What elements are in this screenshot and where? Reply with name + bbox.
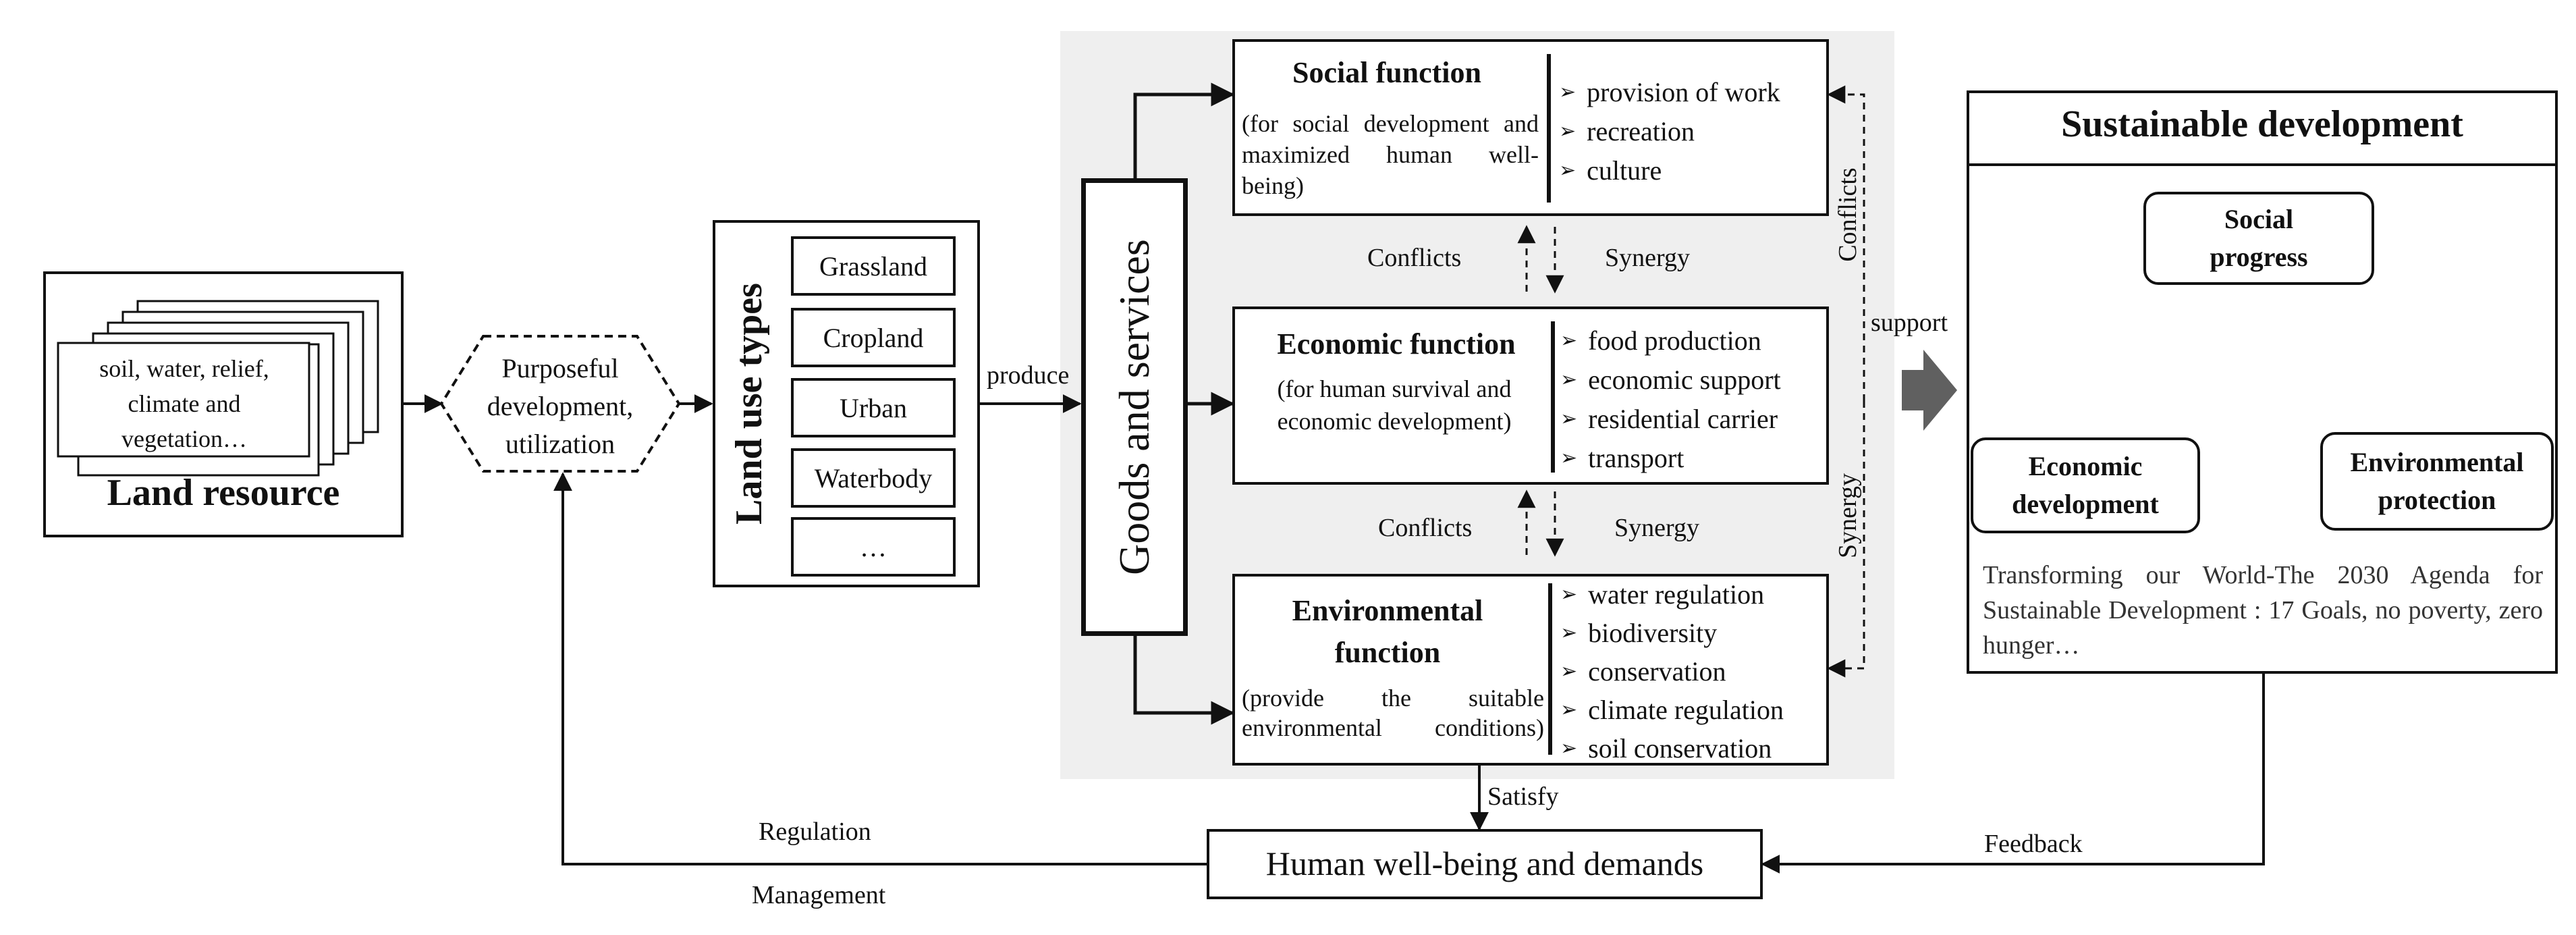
land-resource-description: soil, water, relief, climate and vegetat… [99, 355, 269, 452]
land-use-item-urban: Urban [791, 378, 956, 437]
conflicts-label-upper: Conflicts [1367, 244, 1462, 272]
environmental-function-items: water regulation biodiversity conservati… [1560, 577, 1784, 769]
arrow-conflicts-social-environmental [1827, 85, 1865, 401]
synergy-label-lower: Synergy [1614, 514, 1699, 542]
feedback-label: Feedback [1984, 830, 2083, 858]
land-use-item-waterbody: Waterbody [791, 448, 956, 508]
environmental-item: conservation [1560, 653, 1784, 692]
environmental-item: biodiversity [1560, 615, 1784, 653]
arrow-regulation [553, 472, 1208, 865]
land-use-item-more: … [791, 517, 956, 577]
sustainable-development-title: Sustainable development [2061, 103, 2463, 145]
human-wellbeing-label: Human well-being and demands [1265, 845, 1704, 882]
economic-function-subtitle: (for human survival and economic develop… [1277, 375, 1512, 435]
conflicts-label-side: Conflicts [1834, 167, 1862, 262]
economic-item: transport [1560, 440, 1781, 479]
environmental-function-divider [1548, 583, 1552, 755]
conflicts-label-lower: Conflicts [1378, 514, 1473, 542]
environmental-item: climate regulation [1560, 692, 1784, 730]
arrow-goods-to-environmental [1133, 636, 1235, 725]
social-item: recreation [1559, 113, 1780, 153]
purposeful-development-label: Purposeful development, utilization [487, 353, 634, 459]
environmental-item: soil conservation [1560, 730, 1784, 769]
land-resource-title: Land resource [107, 472, 340, 514]
social-item: culture [1559, 153, 1780, 192]
social-item: provision of work [1559, 74, 1780, 113]
social-function-subtitle: (for social development and maximized hu… [1242, 110, 1539, 199]
management-label: Management [752, 881, 886, 909]
land-use-types-title: Land use types [728, 283, 770, 525]
satisfy-label: Satisfy [1487, 782, 1559, 811]
environmental-item: water regulation [1560, 577, 1784, 615]
economic-function-title: Economic function [1277, 327, 1516, 360]
agenda-text: Transforming our World-The 2030 Agenda f… [1983, 561, 2543, 660]
produce-label: produce [987, 361, 1070, 390]
arrow-feedback [1761, 674, 2265, 874]
social-function-divider [1547, 54, 1551, 203]
synergy-label-upper: Synergy [1605, 244, 1690, 272]
land-use-item-cropland: Cropland [791, 308, 956, 367]
environmental-function-subtitle: (provide the suitable environmental cond… [1242, 685, 1544, 741]
social-function-title: Social function [1292, 56, 1481, 89]
goods-and-services-label: Goods and services [1110, 239, 1158, 575]
economic-item: economic support [1560, 362, 1781, 401]
sustainable-development-box [1967, 90, 2558, 674]
social-function-items: provision of work recreation culture [1559, 74, 1780, 192]
economic-function-divider [1551, 321, 1555, 473]
goods-and-services-box [1081, 178, 1188, 636]
land-use-item-grassland: Grassland [791, 236, 956, 296]
synergy-label-side: Synergy [1834, 473, 1862, 558]
human-wellbeing-box [1207, 829, 1763, 899]
arrow-goods-to-social [1133, 82, 1235, 180]
purposeful-development-hexagon [439, 335, 681, 473]
economic-development-node: Economic development [1971, 437, 2200, 533]
regulation-label: Regulation [759, 818, 871, 846]
support-arrow [1902, 350, 1957, 431]
environmental-function-title: Environmental function [1292, 594, 1483, 669]
land-resource-box [43, 271, 404, 537]
economic-item: food production [1560, 323, 1781, 362]
environmental-protection-node: Environmental protection [2320, 432, 2554, 531]
economic-function-items: food production economic support residen… [1560, 323, 1781, 479]
support-label: support [1871, 309, 1948, 337]
social-progress-node: Social progress [2143, 192, 2374, 285]
land-resource-page-0 [57, 342, 310, 458]
arrow-synergy-social-environmental [1827, 401, 1865, 678]
sustainable-development-title-divider [1967, 163, 2558, 166]
economic-item: residential carrier [1560, 401, 1781, 440]
